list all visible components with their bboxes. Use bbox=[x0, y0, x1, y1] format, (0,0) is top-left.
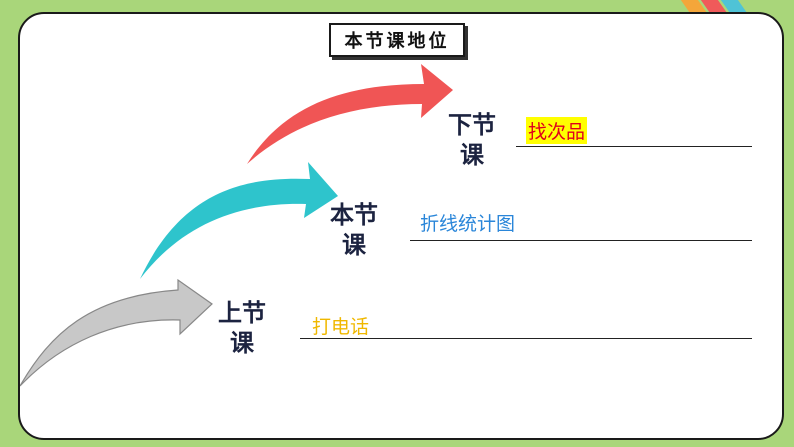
step-content-next: 找次品 bbox=[526, 117, 588, 144]
step-content-current: 折线统计图 bbox=[420, 213, 516, 235]
underline-prev bbox=[300, 338, 752, 339]
underline-next bbox=[516, 146, 752, 147]
progression-arrows bbox=[20, 64, 453, 387]
step-label-current: 本节 课 bbox=[324, 200, 384, 260]
step-label-prev: 上节 课 bbox=[212, 298, 272, 358]
arrow-prev-lesson bbox=[20, 278, 213, 387]
step-label-current-line2: 课 bbox=[342, 231, 366, 259]
arrow-next-lesson bbox=[247, 64, 453, 164]
content-card: 本节课地位 上节 课 打电话 本节 课 折线统计图 下节 课 找次品 bbox=[18, 12, 784, 440]
step-label-next-line2: 课 bbox=[460, 141, 484, 169]
page-title: 本节课地位 bbox=[329, 23, 465, 57]
underline-current bbox=[410, 240, 752, 241]
step-content-prev: 打电话 bbox=[312, 316, 370, 338]
step-label-prev-line1: 上节 bbox=[218, 299, 266, 327]
step-label-next-line1: 下节 bbox=[448, 111, 496, 139]
step-label-next: 下节 课 bbox=[442, 110, 502, 170]
arrow-current-lesson bbox=[140, 162, 338, 279]
step-label-current-line1: 本节 bbox=[330, 201, 378, 229]
step-label-prev-line2: 课 bbox=[230, 329, 254, 357]
